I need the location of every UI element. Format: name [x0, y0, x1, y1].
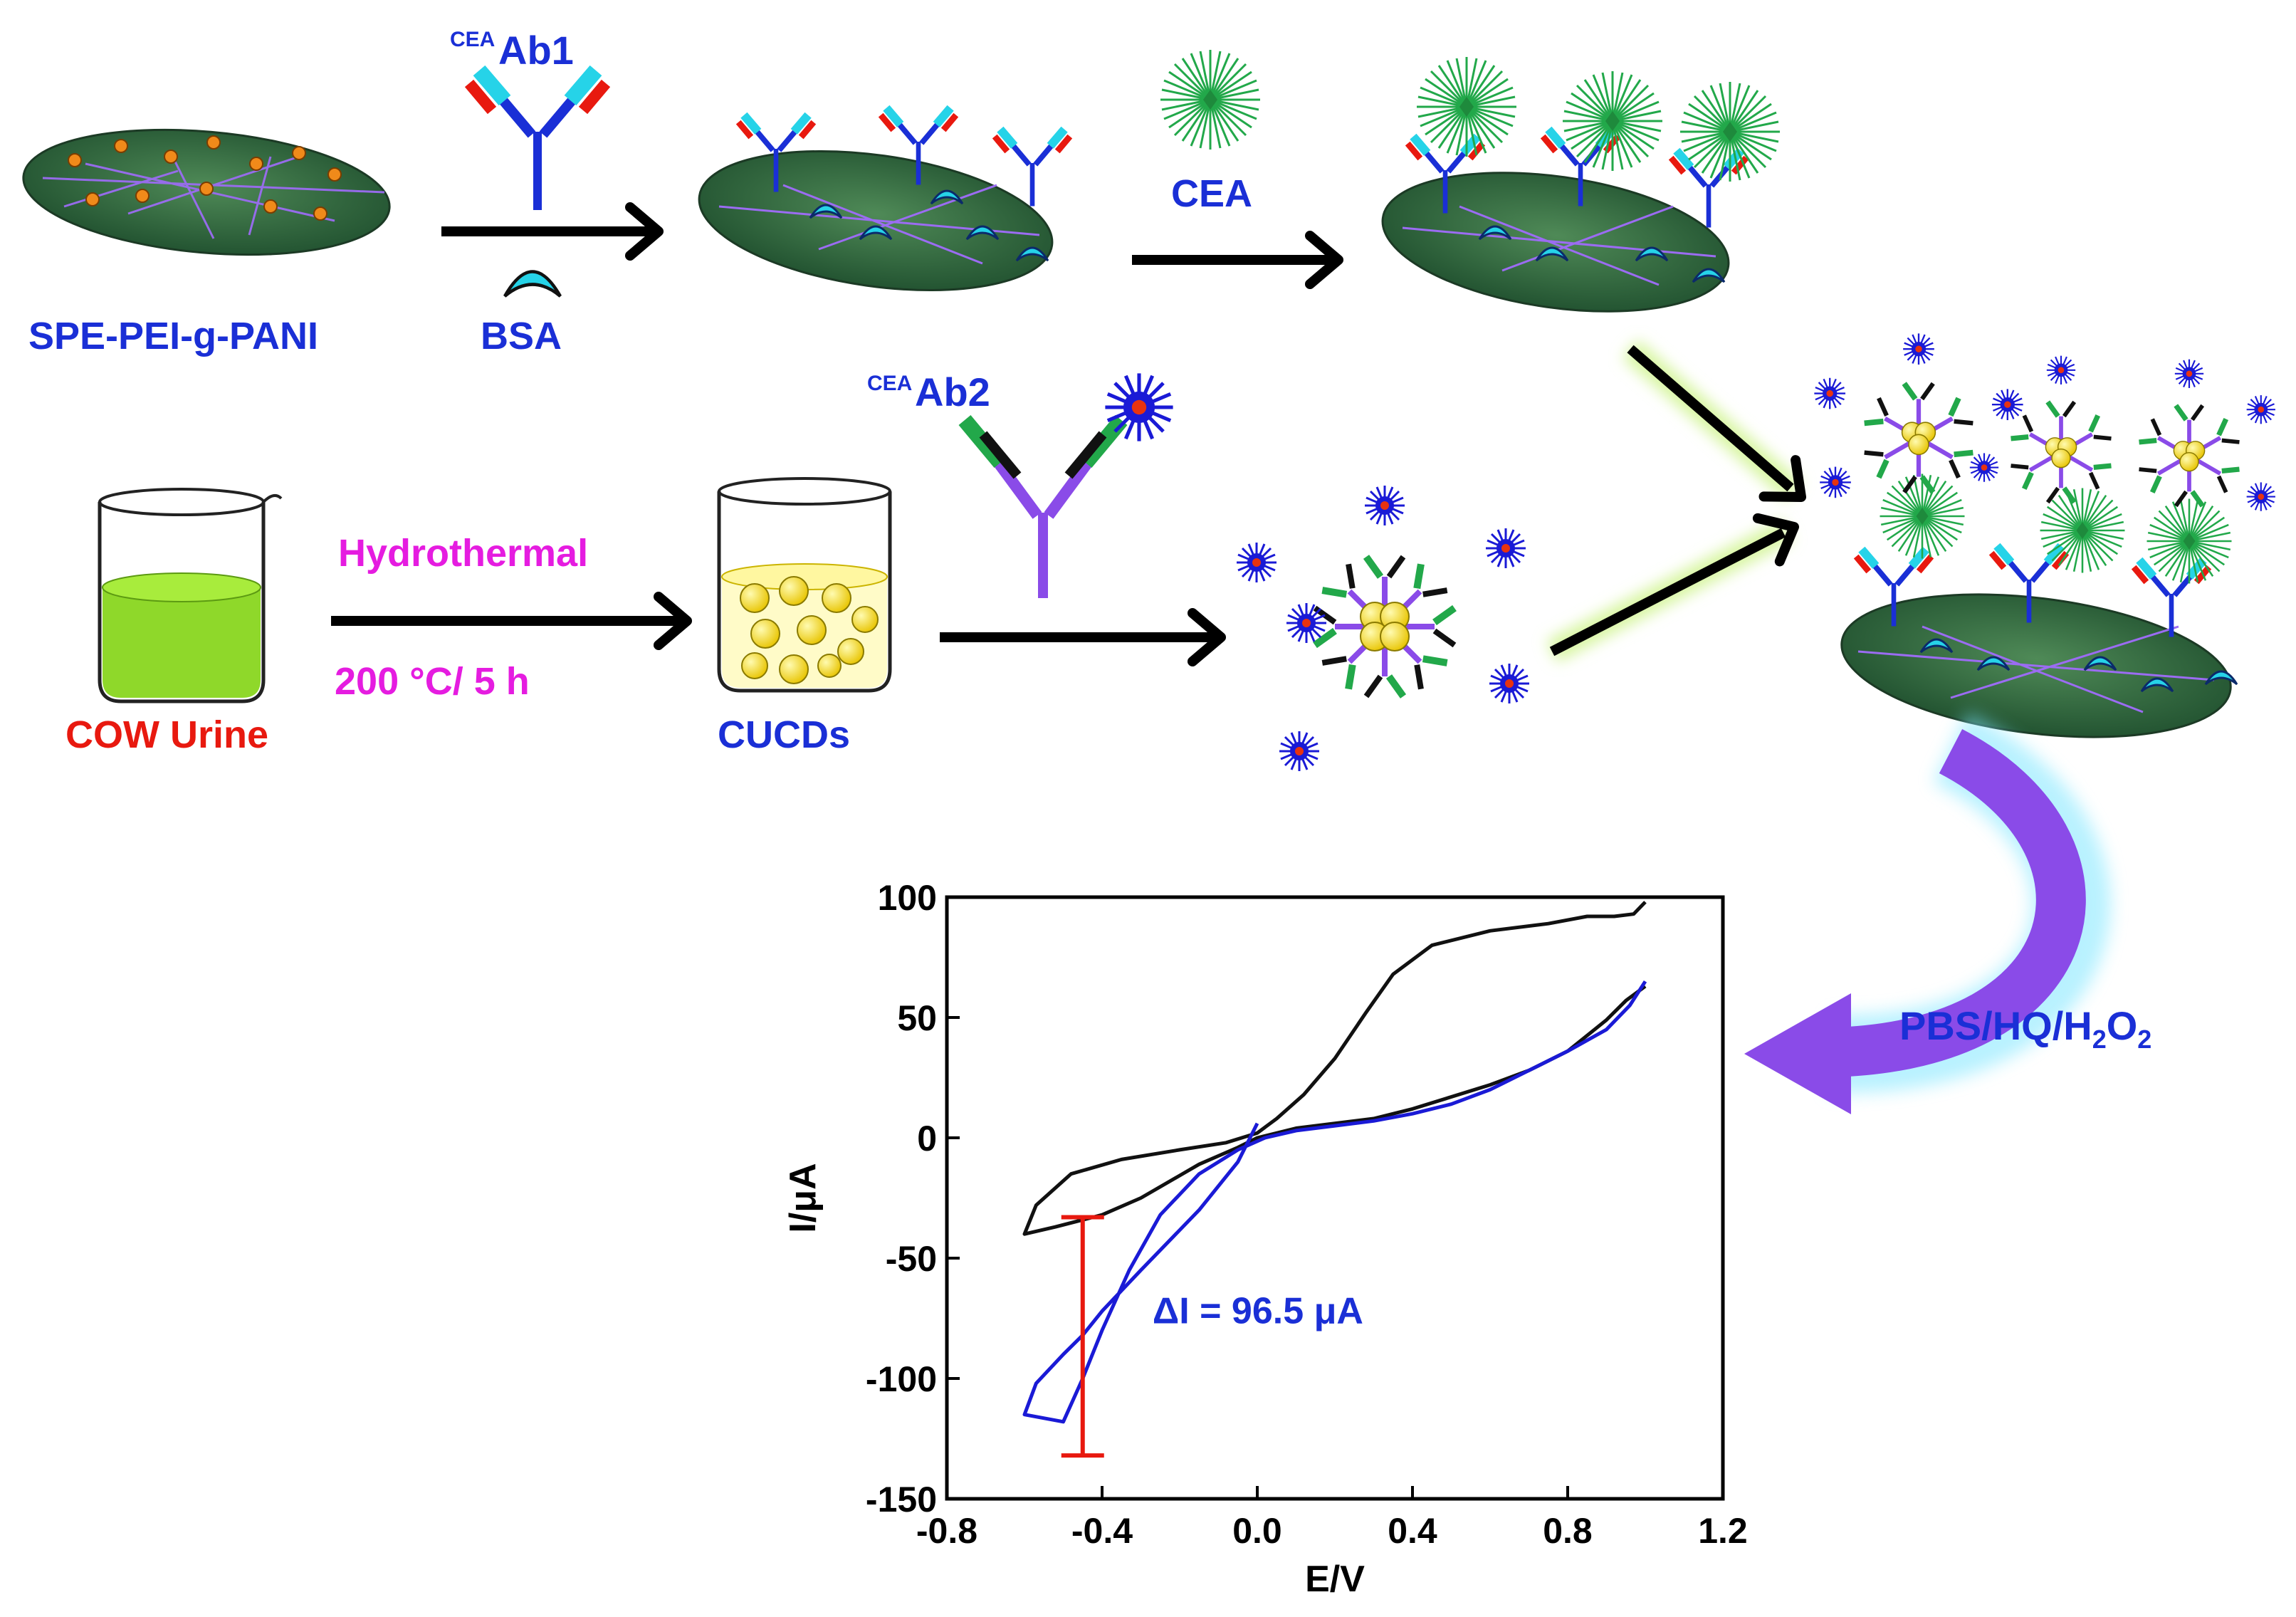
arrow-1: [441, 207, 659, 256]
x-tick-label: 0.8: [1543, 1511, 1593, 1551]
cow-urine-label: COW Urine: [65, 713, 268, 756]
ab1-superscript: CEA: [450, 28, 495, 51]
electrode-ab1-bsa: [698, 108, 1070, 292]
x-tick-label: -0.8: [916, 1511, 977, 1551]
curved-arrow-to-plot: [1744, 712, 2111, 1114]
ab2-label: Ab2: [915, 370, 990, 414]
ab2-label-burst-icon: [1105, 373, 1173, 441]
beaker-cow-urine-icon: [98, 488, 283, 703]
x-tick-label: -0.4: [1071, 1511, 1133, 1551]
ab2-antibody-icon: [958, 414, 1128, 598]
pbs-label: PBS/HQ/H2O2: [1899, 1003, 2151, 1054]
cv-series-1: [1022, 901, 1647, 1236]
pbs-label-o: O: [2107, 1003, 2138, 1048]
hydrothermal-label: Hydrothermal: [338, 532, 588, 575]
cv-plot: 100 50 0 -50 -100 -150-0.8 -0.4 0.0 0.4 0.8 1.2E/V…: [782, 878, 1748, 1600]
cucds-label: CUCDs: [718, 713, 850, 756]
y-tick-label: -150: [866, 1480, 937, 1519]
electrode-ab1-cea: [1381, 56, 1781, 313]
y-axis-label: I/μA: [782, 1163, 824, 1233]
conditions-label: 200 °C/ 5 h: [335, 660, 530, 703]
x-axis-label: E/V: [1305, 1559, 1365, 1600]
arrow-3: [1622, 340, 1817, 516]
delta-annotation: ΔI = 96.5 μA: [1153, 1290, 1363, 1331]
beaker-cucds-icon: [717, 477, 892, 693]
arrow-ab2: [940, 613, 1221, 661]
ab2-superscript: CEA: [867, 372, 912, 395]
y-tick-label: -50: [886, 1239, 937, 1279]
cv-series-2: [1022, 980, 1647, 1424]
spe-electrode: [22, 128, 391, 256]
ab1-antibody-icon: [469, 70, 606, 210]
arrow-hydrothermal: [331, 597, 687, 645]
x-tick-label: 1.2: [1698, 1511, 1748, 1551]
arrow-2: [1132, 236, 1338, 284]
plot-frame: [945, 895, 1725, 1501]
sandwich-immunosensor: [1813, 333, 2277, 738]
y-tick-label: 0: [917, 1119, 937, 1158]
spe-label: SPE-PEI-g-PANI: [28, 315, 318, 357]
cea-label: CEA: [1171, 172, 1252, 215]
pbs-label-sub2: 2: [2137, 1025, 2151, 1054]
cucds-ab2-conjugate: [1235, 484, 1531, 773]
y-tick-label: 100: [878, 878, 937, 918]
y-tick-label: 50: [897, 998, 937, 1038]
x-tick-label: 0.0: [1232, 1511, 1282, 1551]
pbs-label-main: PBS/HQ/H: [1899, 1003, 2092, 1048]
x-tick-label: 0.4: [1388, 1511, 1437, 1551]
cea-icon: [1159, 48, 1262, 151]
ab1-label: Ab1: [498, 28, 574, 73]
bsa-icon: [503, 270, 562, 298]
y-tick-label: -100: [866, 1359, 937, 1399]
arrow-4: [1546, 506, 1805, 663]
bsa-label: BSA: [481, 315, 562, 357]
pbs-label-sub1: 2: [2092, 1025, 2107, 1054]
